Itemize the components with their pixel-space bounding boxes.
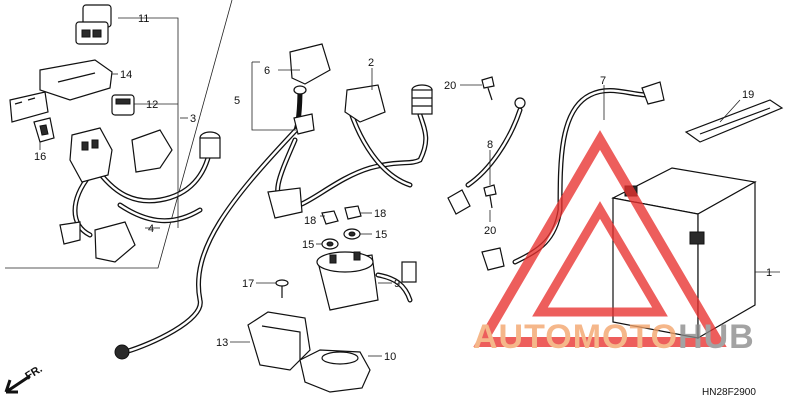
callout-2: 2 [368,57,374,69]
callout-8: 8 [487,139,493,151]
nut-part-18a [321,210,339,225]
battery-part-1 [611,167,757,340]
watermark-text: AUTOMOTOHUB [473,318,755,356]
starter-relay-part-9 [316,251,417,311]
callout-12: 12 [146,99,158,111]
callout-15b: 15 [375,229,387,241]
callout-10: 10 [384,351,396,363]
front-arrow-icon [4,374,31,394]
watermark-triangle-icon [473,130,727,347]
bolt-part-20a [481,76,495,101]
callout-14: 14 [120,69,132,81]
clip-part-16 [33,117,55,143]
watermark: AUTOMOTOHUB [473,130,755,356]
nut-part-18b [344,205,362,220]
inset-frame [5,0,233,269]
callout-9: 9 [394,278,400,290]
callout-19: 19 [742,89,754,101]
battery-cable-part-6 [114,43,331,360]
relay-part-11 [75,4,112,45]
callout-5: 5 [234,95,240,107]
callout-18b: 18 [374,208,386,220]
connector-part-12 [111,94,135,116]
callout-15a: 15 [302,239,314,251]
watermark-text-part-b: HUB [678,318,755,356]
callout-1: 1 [766,267,772,279]
cable-part-8 [447,97,526,215]
callout-labels: 1 2 3 4 5 6 7 8 9 10 11 12 13 14 15 15 1… [34,13,772,363]
sub-harness [59,127,221,263]
screw-part-17 [275,279,289,298]
callout-20a: 20 [444,80,456,92]
rubber-part-10 [299,349,371,393]
holder-part-13 [247,311,311,371]
bolt-part-20b [483,184,497,209]
washer-part-15a [321,238,339,250]
callout-4: 4 [148,223,154,235]
callout-11: 11 [138,13,149,25]
callout-16: 16 [34,151,46,163]
watermark-inner-triangle-icon [532,201,668,317]
leader-lines [39,17,780,357]
washer-part-15b [343,228,361,240]
strap-part-19 [684,99,784,143]
bracket-part-14 [9,59,113,123]
callout-13: 13 [216,337,228,349]
callout-20b: 20 [484,225,496,237]
callout-7: 7 [600,75,606,87]
callout-6: 6 [264,65,270,77]
callout-3: 3 [190,113,196,125]
diagram-code: HN28F2900 [702,387,756,398]
watermark-text-part-a: AUTOMOTO [473,318,678,356]
callout-18a: 18 [304,215,316,227]
callout-17: 17 [242,278,254,290]
front-direction-indicator: FR. [4,363,45,394]
main-harness-part-2 [267,84,433,219]
